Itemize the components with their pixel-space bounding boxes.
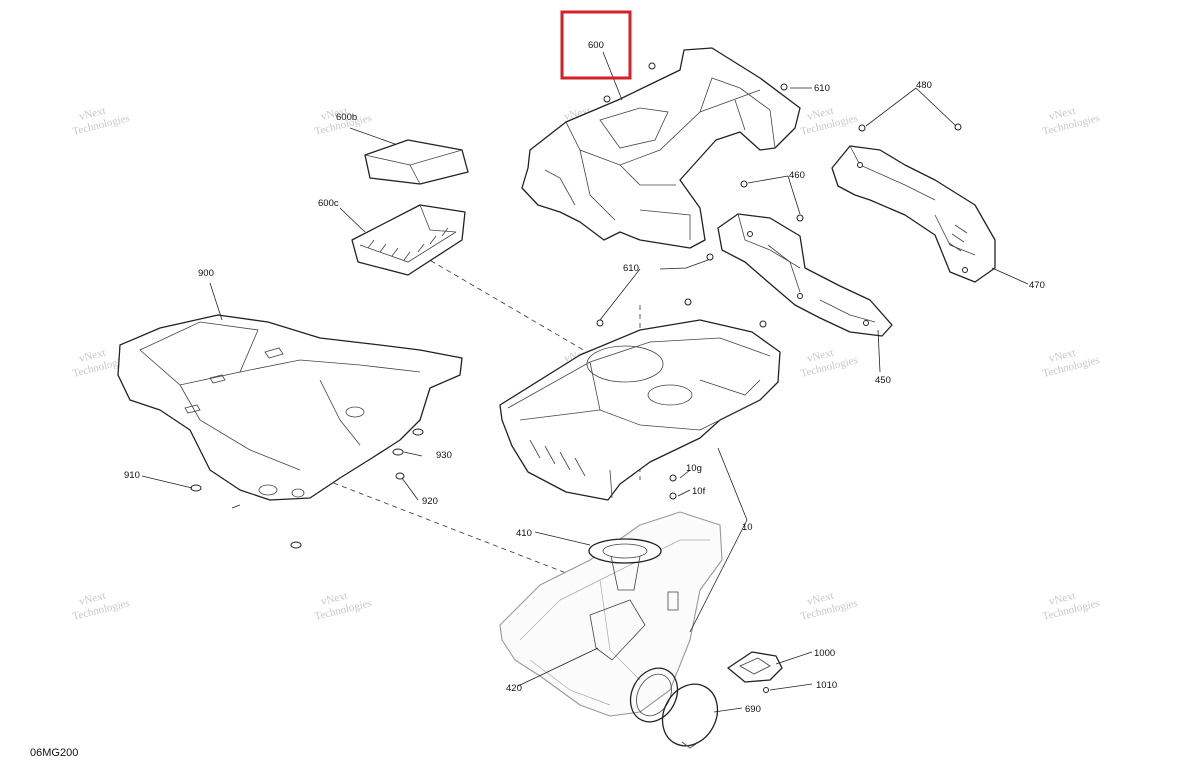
fastener-icon bbox=[603, 95, 611, 103]
fastener-icon bbox=[648, 62, 656, 70]
part-600b-cover-pad[interactable] bbox=[364, 139, 469, 185]
part-10-storage-body[interactable] bbox=[499, 319, 781, 501]
callout-480[interactable]: 480 bbox=[916, 80, 932, 91]
fastener-icon bbox=[747, 231, 753, 237]
part-600c-grille[interactable] bbox=[351, 204, 466, 276]
part-600-upper-housing[interactable] bbox=[521, 47, 801, 249]
fasteners-610-upper bbox=[603, 62, 788, 103]
guide-line bbox=[299, 469, 611, 591]
callout-450[interactable]: 450 bbox=[875, 375, 891, 386]
fastener-icon bbox=[858, 124, 866, 132]
callout-920[interactable]: 920 bbox=[422, 496, 438, 507]
callout-600b[interactable]: 600b bbox=[336, 112, 357, 123]
fastener-icon bbox=[797, 293, 803, 299]
watermark: vNext Technologies bbox=[71, 590, 131, 623]
callout-690[interactable]: 690 bbox=[745, 704, 761, 715]
callout-10[interactable]: 10 bbox=[742, 522, 753, 533]
watermark: vNext Technologies bbox=[313, 590, 373, 623]
leader-lines bbox=[141, 51, 1029, 713]
callout-labels: 600 600b 600c 610 480 460 470 450 610 90… bbox=[124, 40, 1045, 715]
fastener-icon bbox=[392, 448, 404, 456]
watermark: vNext Technologies bbox=[1041, 347, 1101, 380]
callout-910[interactable]: 910 bbox=[124, 470, 140, 481]
part-690-clamp-ring[interactable] bbox=[621, 660, 728, 756]
callout-1010[interactable]: 1010 bbox=[816, 680, 837, 691]
callout-1000[interactable]: 1000 bbox=[814, 648, 835, 659]
callout-10g[interactable]: 10g bbox=[686, 463, 702, 474]
watermark: vNext Technologies bbox=[1041, 590, 1101, 623]
callout-420[interactable]: 420 bbox=[506, 683, 522, 694]
fastener-icon bbox=[596, 319, 604, 327]
callout-600[interactable]: 600 bbox=[588, 40, 604, 51]
small-clip-icon bbox=[231, 504, 241, 509]
fastener-icon bbox=[706, 253, 714, 261]
fasteners-480 bbox=[858, 123, 962, 132]
callout-930[interactable]: 930 bbox=[436, 450, 452, 461]
fastener-icon bbox=[740, 180, 748, 188]
watermark: vNext Technologies bbox=[799, 590, 859, 623]
part-450-side-handle[interactable] bbox=[717, 213, 893, 337]
watermark: vNext Technologies bbox=[799, 347, 859, 380]
fastener-icon bbox=[669, 474, 677, 482]
fastener-icon bbox=[290, 541, 302, 549]
fastener-icon bbox=[759, 320, 767, 328]
fastener-icon bbox=[412, 428, 424, 436]
callout-900[interactable]: 900 bbox=[198, 268, 214, 279]
part-420-air-intake-housing[interactable] bbox=[499, 511, 723, 717]
fastener-icon bbox=[190, 484, 202, 492]
watermark: vNext Technologies bbox=[71, 105, 131, 138]
fastener-icon bbox=[669, 492, 677, 500]
part-900-skid-plate[interactable] bbox=[117, 314, 463, 501]
diagram-code: 06MG200 bbox=[30, 747, 78, 759]
fastener-icon bbox=[763, 687, 769, 693]
callout-610-lower[interactable]: 610 bbox=[623, 263, 639, 274]
part-470-rear-rack-handle[interactable] bbox=[831, 145, 996, 283]
fastener-icon bbox=[954, 123, 962, 131]
fasteners-610-lower bbox=[596, 253, 767, 500]
fastener-icon bbox=[796, 214, 804, 222]
callout-600c[interactable]: 600c bbox=[318, 198, 339, 209]
fastener-icon bbox=[962, 267, 968, 273]
fastener-icon bbox=[684, 298, 692, 306]
fastener-icon bbox=[395, 472, 405, 480]
fasteners-460 bbox=[740, 180, 804, 222]
callout-470[interactable]: 470 bbox=[1029, 280, 1045, 291]
fastener-icon bbox=[780, 83, 788, 91]
highlight-box bbox=[560, 10, 632, 80]
part-410-intake-funnel[interactable] bbox=[588, 538, 662, 591]
fastener-icon bbox=[863, 320, 869, 326]
watermark: vNext Technologies bbox=[1041, 105, 1101, 138]
part-1000-cap[interactable] bbox=[727, 651, 783, 693]
callout-460[interactable]: 460 bbox=[789, 170, 805, 181]
fastener-icon bbox=[857, 162, 863, 168]
watermark: vNext Technologies bbox=[799, 105, 859, 138]
callout-10f[interactable]: 10f bbox=[692, 486, 706, 497]
callout-610-upper[interactable]: 610 bbox=[814, 83, 830, 94]
callout-410[interactable]: 410 bbox=[516, 528, 532, 539]
